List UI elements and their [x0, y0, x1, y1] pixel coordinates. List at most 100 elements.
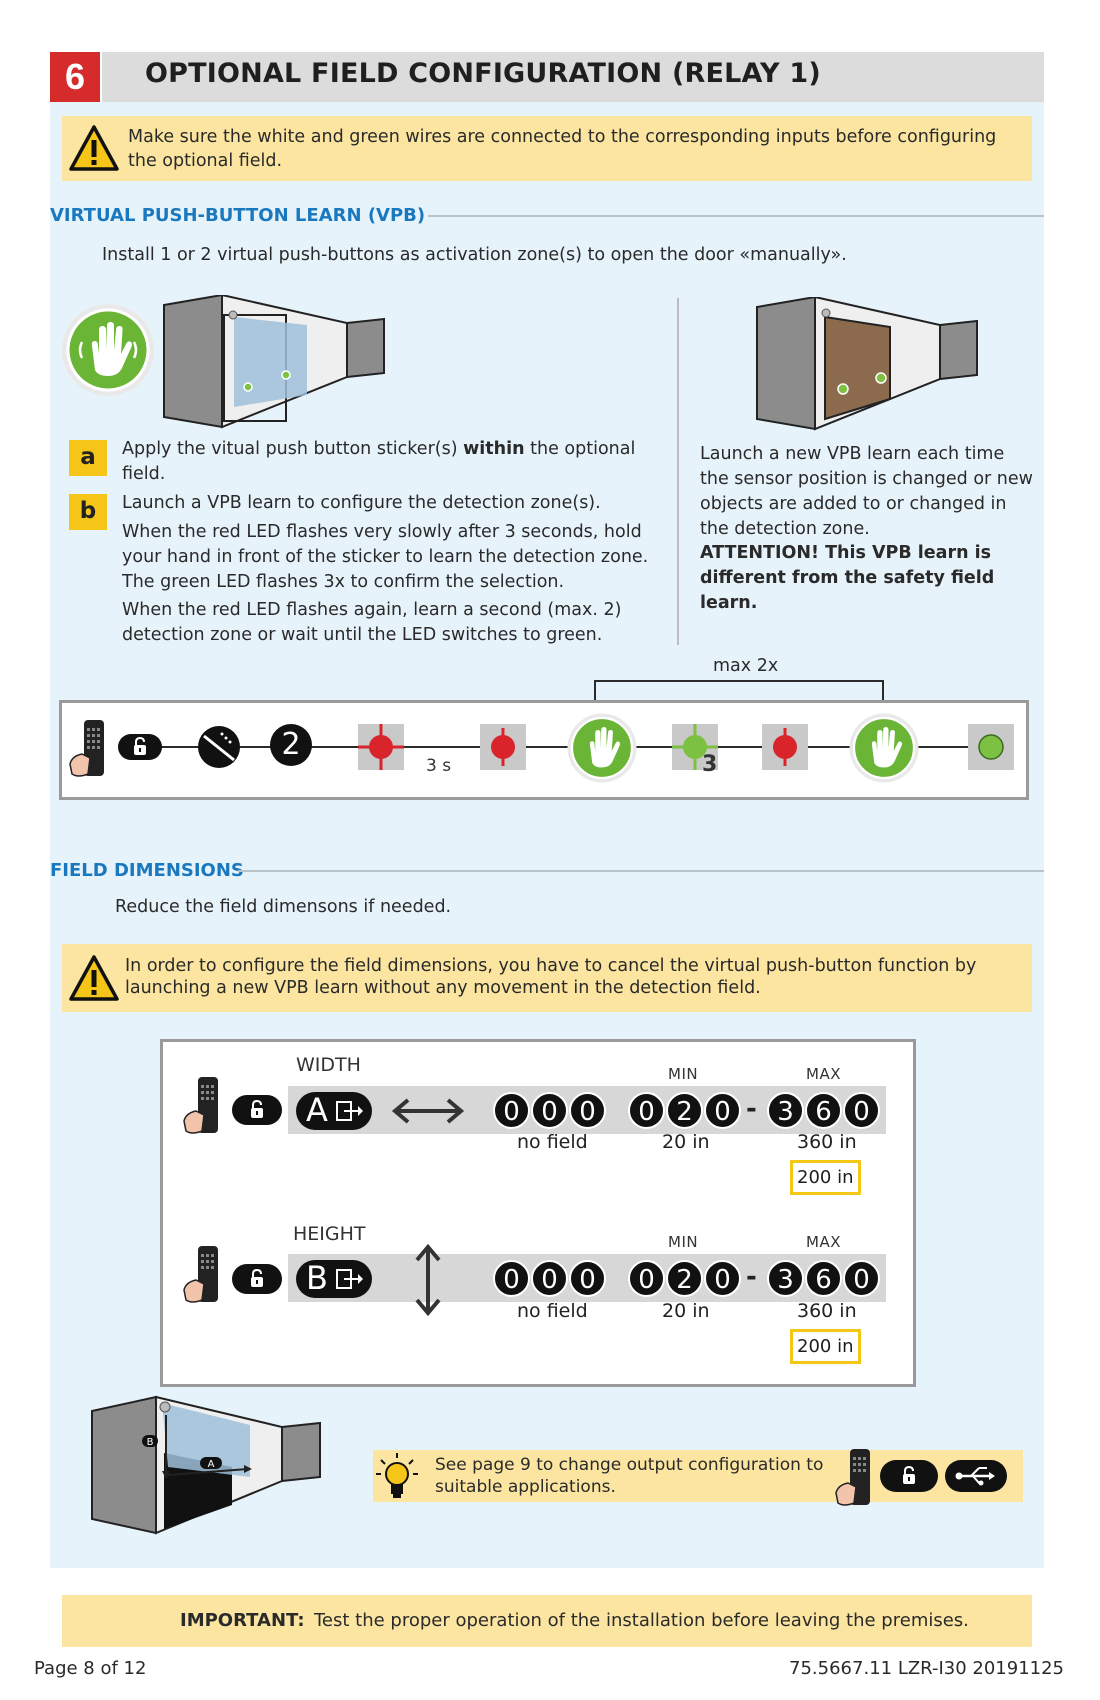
warning-box: Make sure the white and green wires are …: [62, 116, 1032, 181]
warning-text: In order to configure the field dimensio…: [125, 956, 977, 998]
lightbulb-icon: [376, 1453, 418, 1498]
default-value-box: 200 in: [790, 1160, 861, 1195]
value-digit: 0: [531, 1092, 568, 1129]
hand-sticker-icon: [849, 713, 919, 783]
step-b-text-2: When the red LED flashes very slowly aft…: [122, 522, 649, 592]
divider: [428, 215, 1044, 217]
sensor-icon: [198, 726, 240, 768]
remote-control-icon: [69, 720, 104, 777]
section-header-bar: [102, 52, 1044, 102]
door-dimension-illustration: B A: [91, 1395, 321, 1535]
min-label: MIN: [668, 1065, 699, 1083]
output-icon: [955, 1467, 995, 1486]
page-number: Page 8 of 12: [34, 1658, 147, 1679]
step-b-text-3: When the red LED flashes again, learn a …: [122, 600, 622, 645]
value-digit: 2: [270, 724, 312, 766]
value-digit: 0: [843, 1260, 880, 1297]
important-text: Test the proper operation of the install…: [314, 1610, 969, 1631]
width-key-button: A: [296, 1091, 372, 1130]
step-b-text-1: Launch a VPB learn to configure the dete…: [122, 493, 601, 513]
warning-text: Make sure the white and green wires are …: [128, 127, 997, 171]
value-digit: 0: [843, 1092, 880, 1129]
divider: [238, 870, 1044, 872]
value-digit: 0: [531, 1260, 568, 1297]
door-label-b: B: [147, 1437, 154, 1448]
hand-sticker-icon: [567, 713, 637, 783]
door-illustration-brown: [756, 297, 978, 431]
red-led-flash-icon: [358, 724, 404, 770]
default-value-box: 200 in: [790, 1329, 861, 1364]
output-config-button-icon: [945, 1460, 1007, 1492]
height-key-button: B: [296, 1259, 372, 1298]
tip-text: See page 9 to change output configuratio…: [435, 1455, 824, 1497]
step-b-label: b: [69, 494, 107, 530]
min-value-label: 20 in: [662, 1131, 710, 1153]
step-a-text: Apply the vitual push button sticker(s) …: [122, 439, 636, 484]
enter-icon: [336, 1269, 363, 1289]
value-digit: 2: [666, 1260, 703, 1297]
important-box: IMPORTANT: Test the proper operation of …: [62, 1595, 1032, 1647]
red-led-icon: [491, 728, 515, 766]
value-digit: 0: [704, 1092, 741, 1129]
remote-control-icon: [835, 1449, 870, 1506]
document-reference: 75.5667.11 LZR-I30 20191125: [789, 1658, 1064, 1679]
section-title: OPTIONAL FIELD CONFIGURATION (RELAY 1): [145, 58, 821, 89]
led-indicator: [480, 724, 526, 770]
warning-icon: [69, 125, 119, 171]
unlock-button-icon: [232, 1095, 282, 1125]
value-digit: 0: [628, 1260, 665, 1297]
max-value-label: 360 in: [797, 1300, 857, 1322]
value-digit: 0: [493, 1260, 530, 1297]
off-value-label: no field: [517, 1300, 588, 1322]
red-led-icon: [773, 728, 797, 766]
min-label: MIN: [668, 1233, 699, 1251]
led-indicator: [358, 724, 404, 770]
led-indicator: [968, 724, 1014, 770]
vpb-attention: ATTENTION! This VPB learn is different f…: [700, 543, 995, 613]
led-indicator: [672, 724, 718, 770]
value-digit: 0: [493, 1092, 530, 1129]
value-digit: 6: [805, 1092, 842, 1129]
vpb-note: Launch a new VPB learn each time the sen…: [700, 444, 1033, 539]
step-a-label: a: [69, 440, 107, 476]
door-illustration-glass: [163, 295, 385, 429]
warning-box: In order to configure the field dimensio…: [62, 944, 1032, 1012]
vertical-arrow-icon: [415, 1243, 441, 1317]
door-label-a: A: [208, 1459, 215, 1470]
value-digit: 0: [569, 1260, 606, 1297]
dimensions-section-title: FIELD DIMENSIONS: [50, 860, 244, 881]
range-dash: -: [746, 1262, 757, 1292]
value-digit: 3: [767, 1260, 804, 1297]
repeat-bracket: [594, 680, 884, 714]
width-label: WIDTH: [296, 1054, 361, 1076]
remote-control-icon: [183, 1077, 218, 1134]
value-digit: 0: [628, 1092, 665, 1129]
unlock-button-icon: [118, 734, 162, 760]
value-digit: 6: [805, 1260, 842, 1297]
width-key-letter: A: [306, 1091, 328, 1129]
dimensions-intro: Reduce the field dimensons if needed.: [115, 897, 452, 917]
range-dash: -: [746, 1094, 757, 1124]
green-led-icon: [978, 734, 1004, 760]
flash-count: 3: [702, 752, 718, 777]
height-label: HEIGHT: [293, 1223, 366, 1245]
height-key-letter: B: [306, 1259, 328, 1297]
hand-sticker-icon: [62, 304, 154, 396]
max-label: MAX: [806, 1065, 841, 1083]
unlock-button-icon: [232, 1264, 282, 1294]
value-digit: 0: [569, 1092, 606, 1129]
unlock-button-icon: [880, 1460, 938, 1492]
vpb-intro: Install 1 or 2 virtual push-buttons as a…: [102, 245, 847, 265]
delay-label: 3 s: [426, 756, 452, 776]
min-value-label: 20 in: [662, 1300, 710, 1322]
remote-control-icon: [183, 1246, 218, 1303]
section-number: 6: [50, 52, 100, 102]
led-indicator: [762, 724, 808, 770]
green-led-flash-icon: [672, 724, 718, 770]
max-repeat-label: max 2x: [713, 656, 779, 676]
column-divider: [677, 298, 679, 645]
value-digit: 0: [704, 1260, 741, 1297]
value-digit: 2: [666, 1092, 703, 1129]
value-digit: 3: [767, 1092, 804, 1129]
max-label: MAX: [806, 1233, 841, 1251]
